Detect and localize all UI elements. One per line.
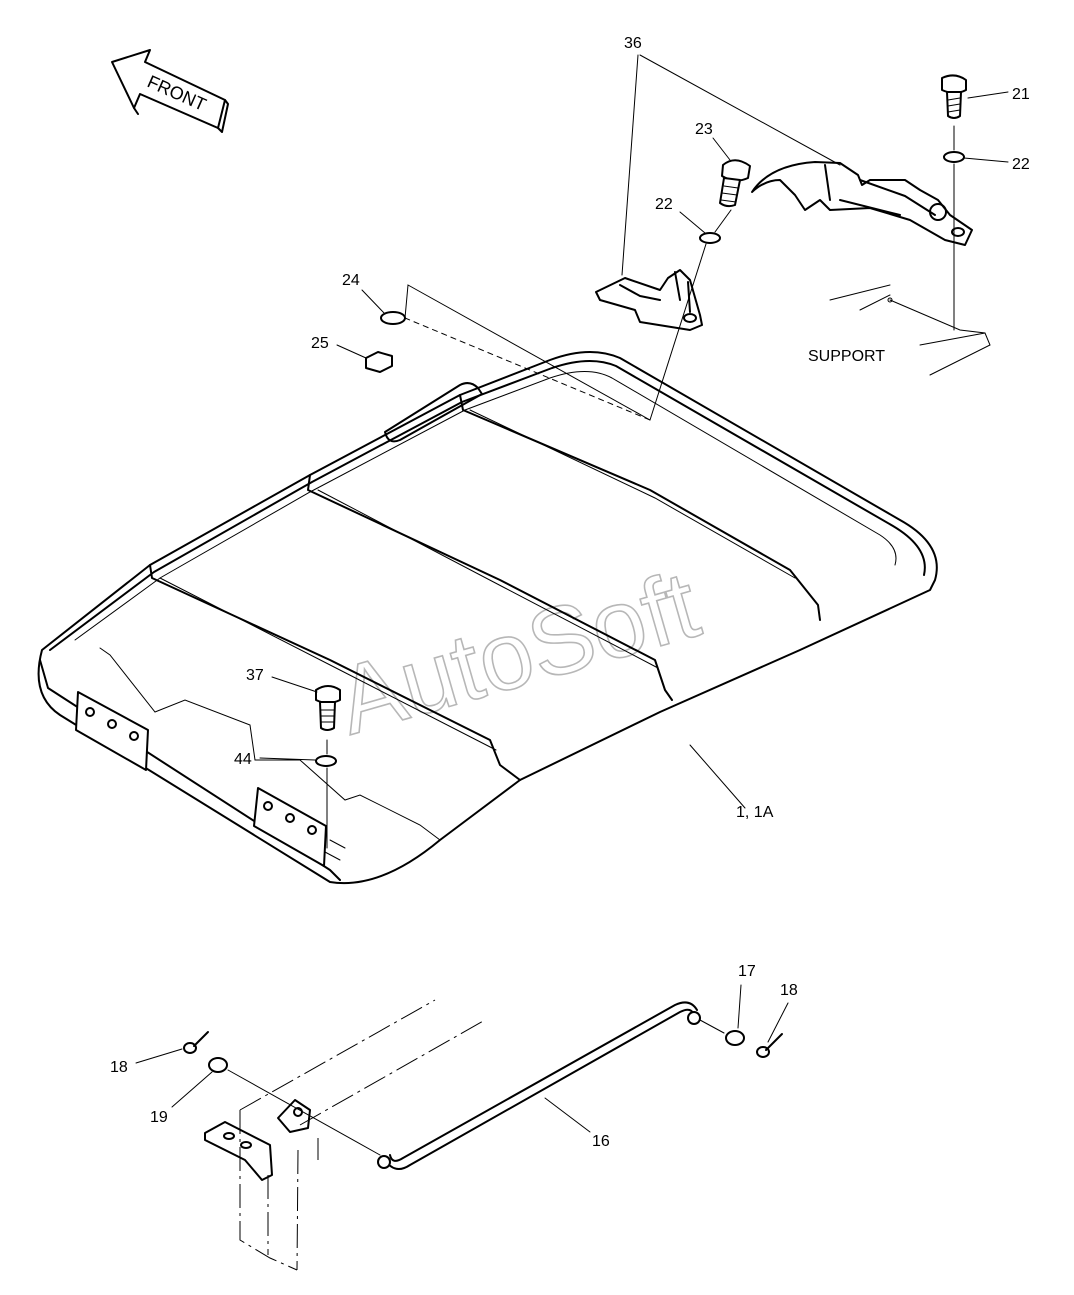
callout-23: 23 bbox=[695, 121, 713, 138]
callout-18-left: 18 bbox=[110, 1059, 128, 1076]
leader-lines-lower bbox=[135, 984, 789, 1133]
bolt-23 bbox=[719, 159, 751, 208]
callout-44: 44 bbox=[234, 751, 252, 768]
washer-22-mid bbox=[699, 232, 721, 244]
bolt-37 bbox=[315, 685, 341, 731]
leader-lines-upper bbox=[259, 54, 1009, 809]
callout-16: 16 bbox=[592, 1133, 610, 1150]
washer-22-top bbox=[943, 151, 965, 163]
support-plate bbox=[829, 284, 991, 376]
clip-18-left bbox=[183, 1031, 209, 1054]
callout-24: 24 bbox=[342, 272, 360, 289]
mounting-bracket bbox=[204, 1099, 311, 1181]
callout-19: 19 bbox=[150, 1109, 168, 1126]
nut-25 bbox=[365, 351, 393, 373]
callout-36: 36 bbox=[624, 35, 642, 52]
washer-19 bbox=[208, 1057, 228, 1073]
support-label: SUPPORT bbox=[808, 348, 885, 365]
frame-outline bbox=[239, 999, 486, 1271]
callout-1-1a: 1, 1A bbox=[736, 804, 774, 821]
callout-37: 37 bbox=[246, 667, 264, 684]
callout-18-right: 18 bbox=[780, 982, 798, 999]
clip-18-right bbox=[756, 1033, 783, 1058]
callout-25: 25 bbox=[311, 335, 329, 352]
callout-22-mid: 22 bbox=[655, 196, 673, 213]
callout-22-top: 22 bbox=[1012, 156, 1030, 173]
bolt-21 bbox=[941, 74, 967, 119]
callout-21: 21 bbox=[1012, 86, 1030, 103]
watermark: AutoSoft bbox=[326, 551, 709, 755]
hood-panel bbox=[37, 350, 938, 885]
washer-44 bbox=[315, 755, 337, 767]
linkage-rod-16 bbox=[377, 1001, 701, 1170]
callout-17: 17 bbox=[738, 963, 756, 980]
front-arrow-icon: FRONT bbox=[111, 49, 229, 133]
assembly-lines bbox=[326, 125, 955, 849]
assembly-lines-lower bbox=[227, 1019, 725, 1156]
hinge-bracket bbox=[595, 269, 703, 331]
latch-assembly bbox=[751, 161, 973, 246]
washer-17 bbox=[725, 1030, 745, 1046]
